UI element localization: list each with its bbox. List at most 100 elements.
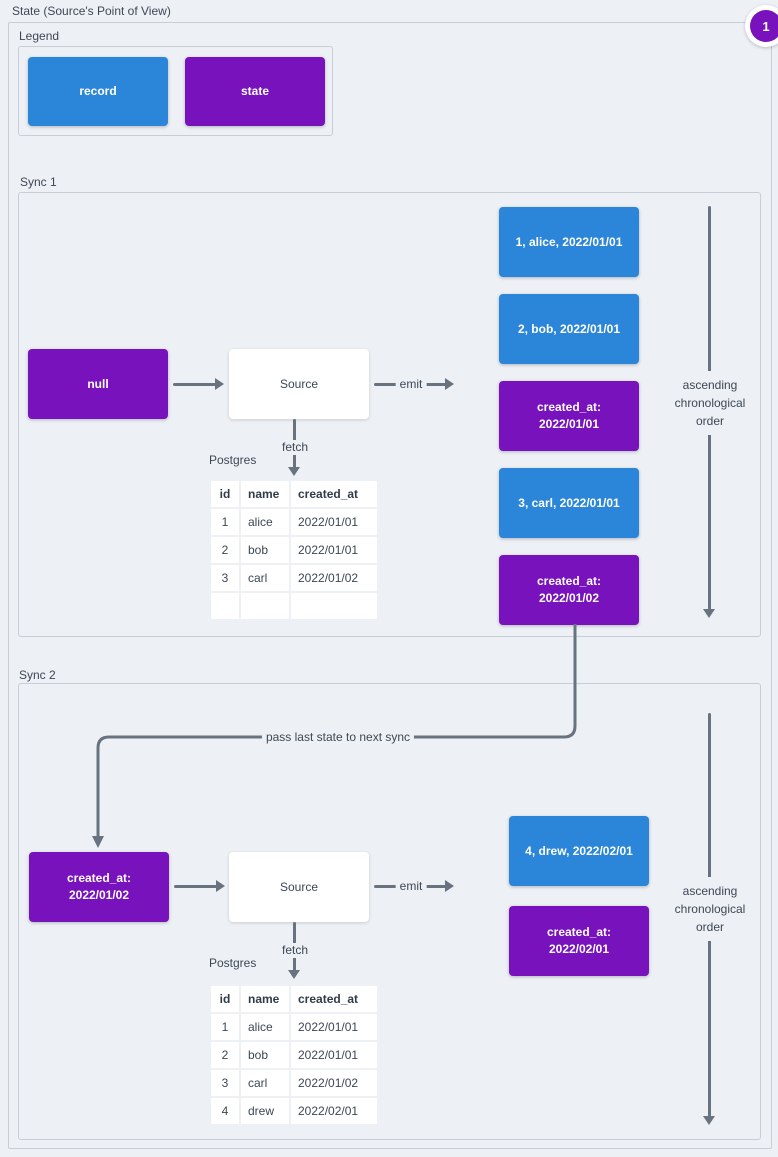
sync2-ascending-order-note: ascending chronological order — [671, 877, 749, 941]
cell-id: 3 — [211, 565, 239, 591]
sync1-source-box: Source — [229, 349, 369, 419]
table-row: 3 carl 2022/01/02 — [211, 565, 377, 591]
legend-swatch-record-label: record — [79, 84, 117, 98]
arrow-right-icon — [445, 880, 454, 892]
cell-id: 4 — [211, 1098, 239, 1124]
record-text: 2, bob, 2022/01/01 — [517, 321, 621, 336]
sync2-source-box: Source — [229, 852, 369, 922]
table-row: 2 bob 2022/01/01 — [211, 537, 377, 563]
sync2-emit-label: emit — [395, 879, 427, 894]
state-text: created_at: — [546, 925, 612, 939]
record-box: 2, bob, 2022/01/01 — [499, 294, 639, 364]
state-box: created_at: 2022/01/01 — [499, 381, 639, 451]
col-header-created-at: created_at — [291, 481, 377, 507]
sync1-fetch-label: fetch — [277, 440, 313, 455]
sync2-label: Sync 2 — [19, 668, 56, 682]
arrow-right-icon — [215, 378, 224, 390]
legend-swatch-record: record — [28, 57, 168, 126]
state-text: created_at: — [536, 574, 602, 588]
state-to-source-arrow — [174, 885, 218, 888]
source-label: Source — [279, 879, 319, 894]
sync2-frame: created_at: 2022/01/02 Source emit fetch… — [18, 683, 761, 1140]
cell-name: bob — [241, 537, 289, 563]
sync2-postgres-label: Postgres — [209, 956, 257, 970]
col-header-name: name — [241, 986, 289, 1012]
arrow-down-icon — [288, 970, 300, 979]
col-header-name: name — [241, 481, 289, 507]
sync2-postgres-table: id name created_at 1 alice 2022/01/01 2 … — [209, 984, 379, 1126]
sync1-postgres-table: id name created_at 1 alice 2022/01/01 2 … — [209, 479, 379, 621]
cell-name: alice — [241, 509, 289, 535]
cell-id: 2 — [211, 537, 239, 563]
cell-created-at: 2022/02/01 — [291, 1098, 377, 1124]
cell-created-at: 2022/01/01 — [291, 509, 377, 535]
cell-name: alice — [241, 1014, 289, 1040]
sync1-label: Sync 1 — [20, 175, 57, 189]
sync2-input-state-box: created_at: 2022/01/02 — [29, 852, 169, 922]
sync1-input-state-box: null — [28, 349, 168, 419]
cell-id: 2 — [211, 1042, 239, 1068]
cell-created-at — [291, 593, 377, 619]
state-text: created_at: — [536, 400, 602, 414]
table-header-row: id name created_at — [211, 986, 377, 1012]
record-text: 3, carl, 2022/01/01 — [518, 495, 620, 510]
cell-created-at: 2022/01/02 — [291, 1070, 377, 1096]
outer-frame — [8, 22, 772, 1149]
table-row: 2 bob 2022/01/01 — [211, 1042, 377, 1068]
record-box: 3, carl, 2022/01/01 — [499, 468, 639, 538]
arrow-right-icon — [445, 378, 454, 390]
cell-id: 1 — [211, 509, 239, 535]
cell-created-at: 2022/01/01 — [291, 537, 377, 563]
cell-name: carl — [241, 565, 289, 591]
table-row: 1 alice 2022/01/01 — [211, 509, 377, 535]
arrow-right-icon — [216, 880, 225, 892]
cell-name: drew — [241, 1098, 289, 1124]
cell-name: carl — [241, 1070, 289, 1096]
col-header-id: id — [211, 481, 239, 507]
state-to-source-arrow — [173, 383, 217, 386]
table-row — [211, 593, 377, 619]
legend-frame: record state — [18, 46, 333, 136]
cell-created-at: 2022/01/01 — [291, 1042, 377, 1068]
state-text: created_at: — [66, 871, 132, 885]
source-label: Source — [279, 376, 319, 391]
record-box: 4, drew, 2022/02/01 — [509, 816, 649, 886]
record-box: 1, alice, 2022/01/01 — [499, 207, 639, 277]
table-header-row: id name created_at — [211, 481, 377, 507]
cell-id: 3 — [211, 1070, 239, 1096]
cell-id: 1 — [211, 1014, 239, 1040]
legend-swatch-state: state — [185, 57, 325, 126]
state-text: 2022/01/02 — [538, 591, 600, 605]
state-box: created_at: 2022/02/01 — [509, 906, 649, 976]
cell-name: bob — [241, 1042, 289, 1068]
pass-state-label: pass last state to next sync — [261, 730, 415, 745]
cell-created-at: 2022/01/01 — [291, 1014, 377, 1040]
table-row: 1 alice 2022/01/01 — [211, 1014, 377, 1040]
cell-name — [241, 593, 289, 619]
record-text: 1, alice, 2022/01/01 — [515, 234, 623, 249]
record-text: 4, drew, 2022/02/01 — [525, 843, 633, 858]
sync2-fetch-label: fetch — [277, 943, 313, 958]
cell-id — [211, 593, 239, 619]
arrow-down-icon — [288, 467, 300, 476]
legend-label: Legend — [19, 29, 60, 43]
annotation-badge[interactable]: 1 — [745, 5, 778, 47]
sync1-ascending-order-note: ascending chronological order — [671, 371, 749, 435]
table-row: 4 drew 2022/02/01 — [211, 1098, 377, 1124]
state-box: created_at: 2022/01/02 — [499, 555, 639, 625]
legend-swatch-state-label: state — [240, 84, 269, 98]
state-text: null — [87, 376, 109, 391]
sync1-postgres-label: Postgres — [209, 453, 257, 467]
page-title: State (Source's Point of View) — [12, 4, 171, 18]
col-header-id: id — [211, 986, 239, 1012]
table-row: 3 carl 2022/01/02 — [211, 1070, 377, 1096]
sync1-frame: null Source emit fetch Postgres id name … — [18, 192, 761, 637]
arrow-down-icon — [703, 1116, 715, 1125]
arrow-down-icon — [703, 609, 715, 618]
col-header-created-at: created_at — [291, 986, 377, 1012]
state-text: 2022/01/01 — [538, 417, 600, 431]
state-text: 2022/01/02 — [68, 888, 130, 902]
annotation-badge-number: 1 — [750, 10, 778, 42]
state-text: 2022/02/01 — [548, 942, 610, 956]
